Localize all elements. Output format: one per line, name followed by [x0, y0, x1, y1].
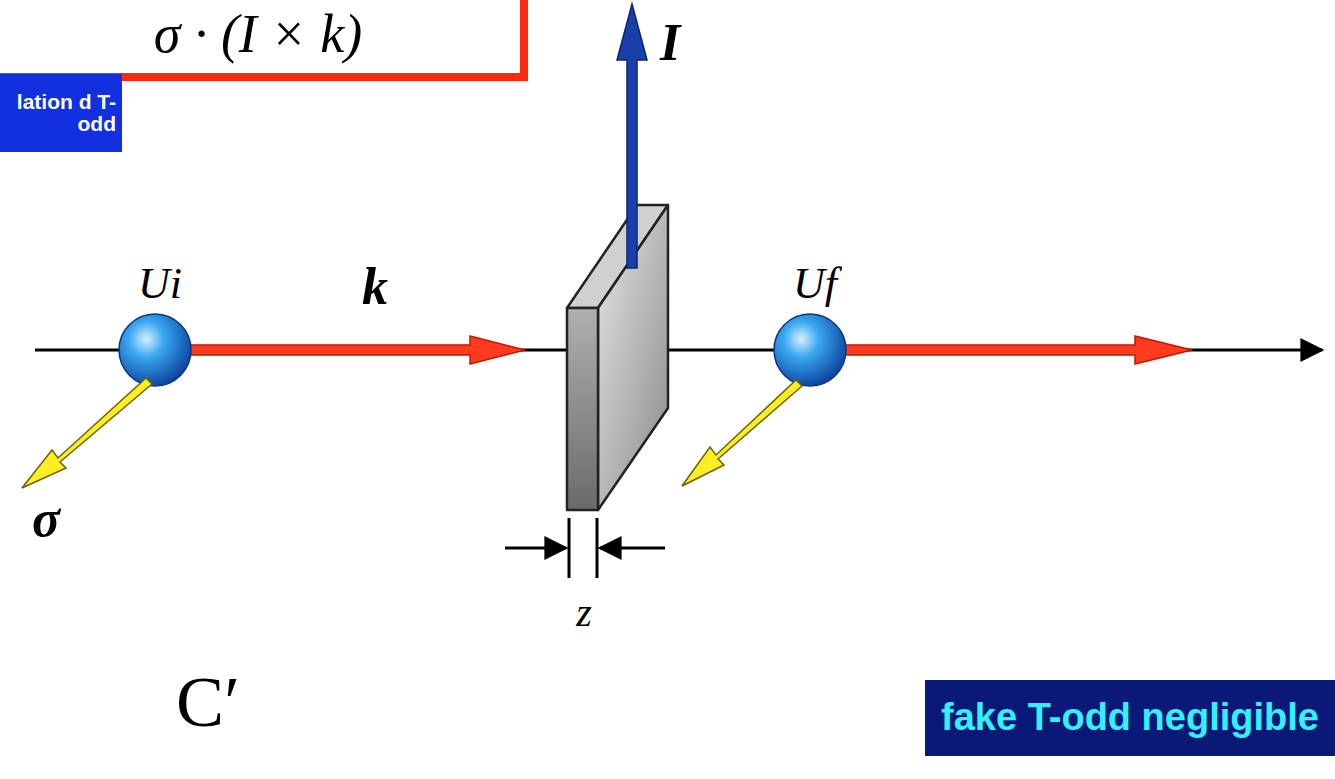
spin-arrow [682, 380, 802, 486]
neutron-ball [119, 314, 191, 386]
target-plate [567, 205, 668, 510]
spin-arrow [22, 378, 152, 488]
node-text: fake T-odd negligible [939, 698, 1321, 738]
initial-state-label: Ui [138, 258, 182, 309]
momentum-arrow [845, 336, 1192, 364]
momentum-arrow [190, 336, 525, 364]
spin-axis-arrow [617, 4, 647, 268]
final-state-label: Uf [793, 258, 837, 309]
spin-label: σ [32, 489, 60, 548]
spin-axis-label: I [660, 13, 680, 72]
thickness-label: z [576, 589, 592, 636]
conclusion-banner: fake T-odd negligible [925, 680, 1335, 756]
node-text: σ · (I × k) [6, 6, 510, 63]
thickness-dimension [505, 518, 665, 578]
caption-tag: lation d T-odd [0, 74, 122, 152]
neutron-ball [774, 314, 846, 386]
momentum-label: k [362, 257, 388, 316]
formula-box: σ · (I × k) [0, 0, 528, 81]
coefficient-label: C′ [176, 661, 240, 744]
node-text: lation d T-odd [6, 91, 116, 135]
